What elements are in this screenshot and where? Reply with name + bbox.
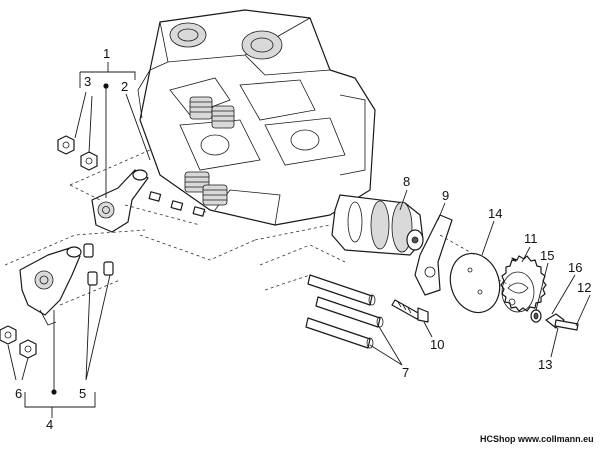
callout-5: 5 — [79, 386, 86, 401]
callout-7: 7 — [402, 365, 409, 380]
callout-6: 6 — [15, 386, 22, 401]
rocker-arm-lower — [19, 246, 82, 326]
callout-labels: 1 2 3 4 5 6 7 8 9 10 11 12 13 14 15 16 — [15, 46, 591, 432]
callout-4: 4 — [46, 417, 53, 432]
callout-16: 16 — [568, 260, 582, 275]
nut-parts — [0, 135, 98, 359]
rocker-shaft-parts — [83, 243, 114, 286]
callout-13: 13 — [538, 357, 552, 372]
decompressor-plate — [414, 214, 453, 296]
callout-12: 12 — [577, 280, 591, 295]
bolt-10 — [391, 299, 429, 323]
leader-lines — [7, 62, 591, 418]
sprocket-11 — [500, 255, 547, 313]
washer-15 — [530, 309, 542, 323]
shop-credit: HCShop www.collmann.eu — [480, 434, 594, 444]
rocker-arm-upper — [91, 169, 149, 233]
callout-10: 10 — [430, 337, 444, 352]
callout-15: 15 — [540, 248, 554, 263]
callout-8: 8 — [403, 174, 410, 189]
disc-14 — [449, 252, 501, 314]
callout-9: 9 — [442, 188, 449, 203]
bolt-12 — [545, 313, 579, 331]
callout-11: 11 — [524, 231, 538, 246]
callout-2: 2 — [121, 79, 128, 94]
callout-3: 3 — [84, 74, 91, 89]
camshaft — [331, 194, 424, 256]
cylinder-head — [137, 9, 376, 226]
callout-1: 1 — [103, 46, 110, 61]
callout-14: 14 — [488, 206, 502, 221]
push-rods — [305, 274, 384, 349]
